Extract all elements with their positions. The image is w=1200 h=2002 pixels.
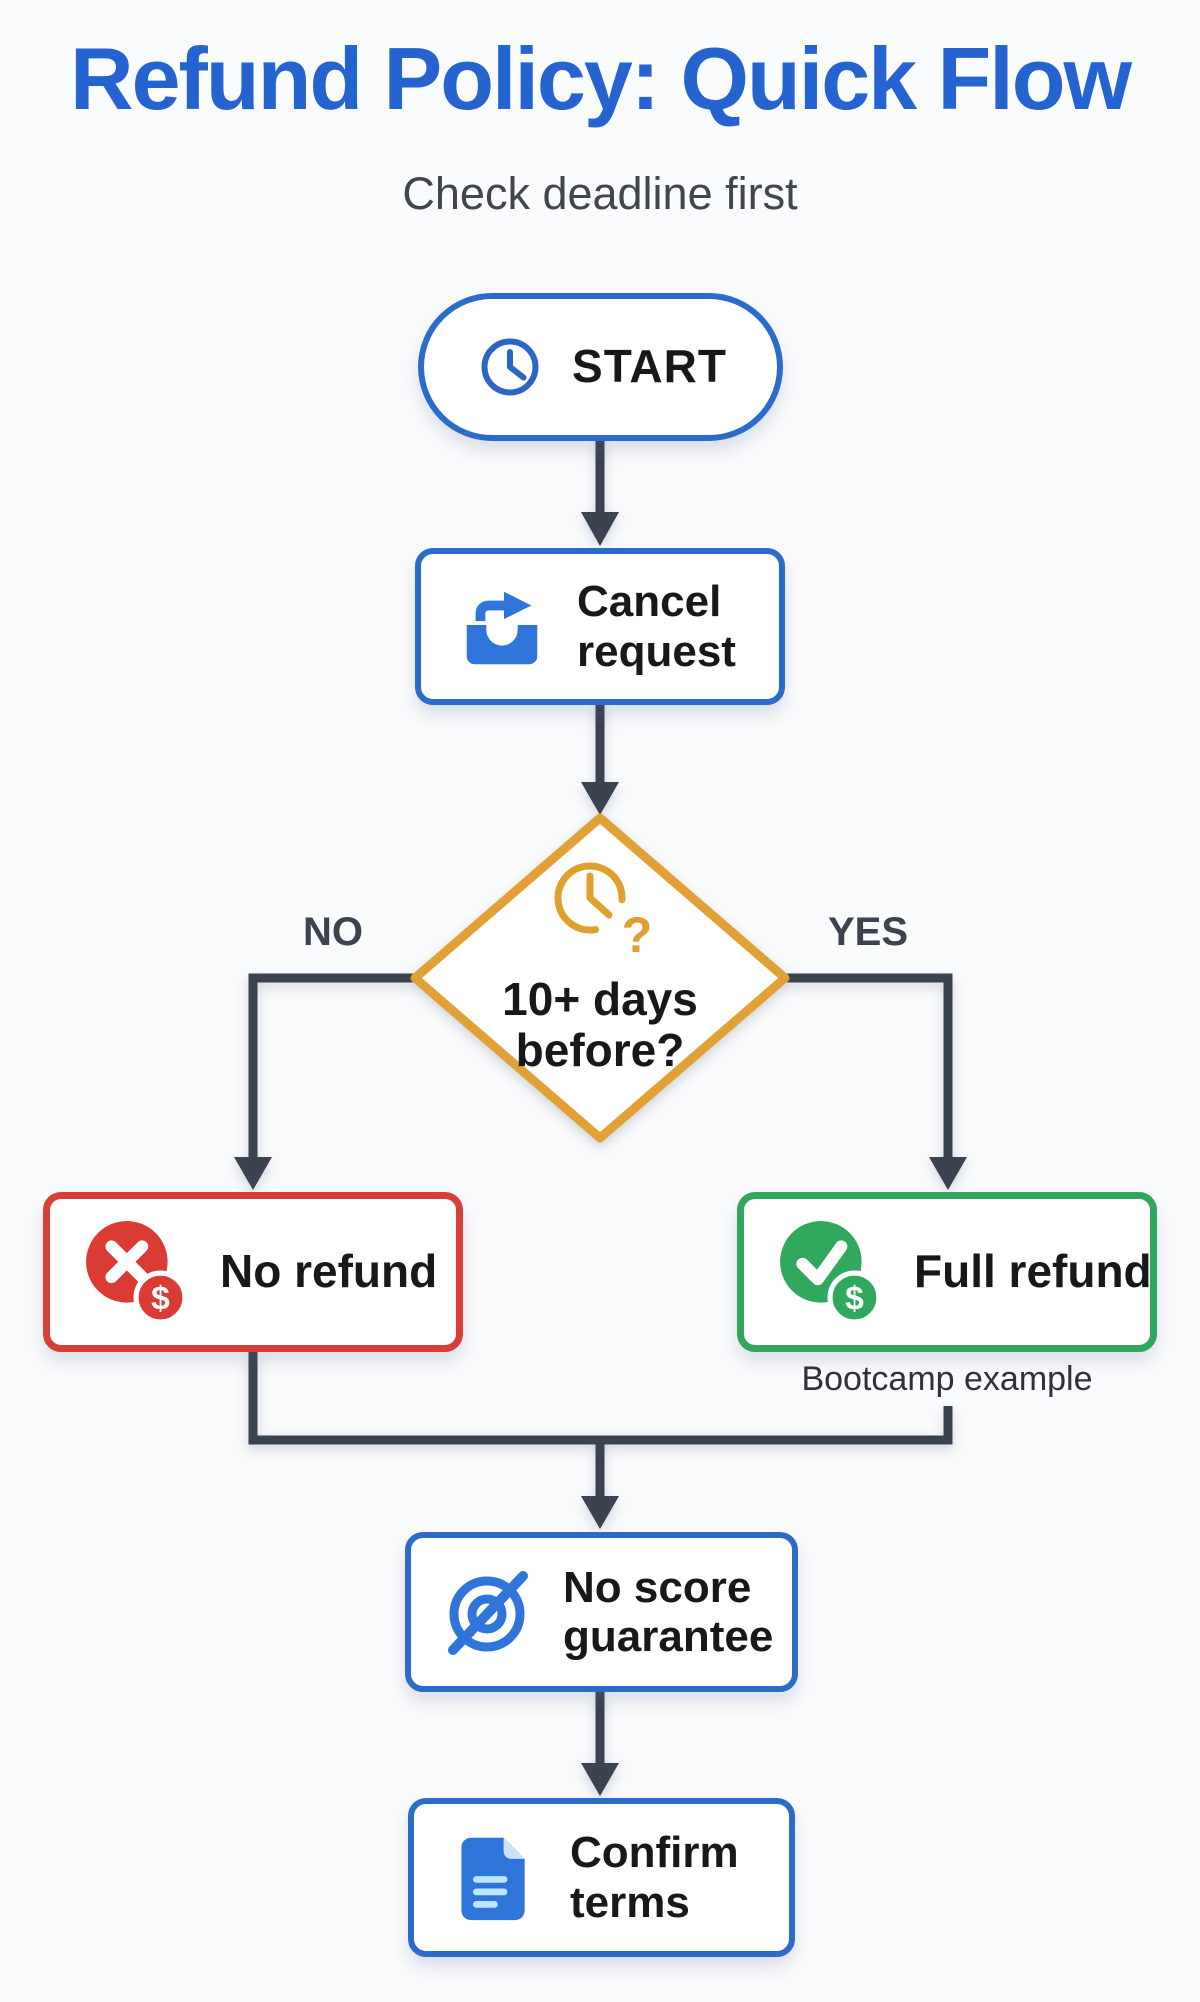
arrowheads: [234, 512, 967, 1796]
no-refund-label: No refund: [220, 1245, 438, 1298]
no-score-label: No score guarantee: [563, 1562, 774, 1661]
page-title: Refund Policy: Quick Flow: [70, 29, 1132, 128]
target-slash-icon: [448, 1571, 528, 1655]
bootcamp-note: Bootcamp example: [801, 1360, 1093, 1398]
start-label: START: [572, 340, 727, 393]
node-confirm-terms: Confirm terms: [408, 1798, 795, 1957]
dollar-glyph: $: [151, 1281, 170, 1318]
question-glyph: ?: [622, 907, 653, 963]
clock-question-icon: ?: [554, 862, 653, 963]
arrowhead: [581, 782, 619, 815]
arrowhead: [581, 1496, 619, 1529]
check-dollar-icon: $: [780, 1221, 882, 1325]
confirm-label: Confirm terms: [570, 1828, 739, 1927]
node-no-score-guarantee: No score guarantee: [405, 1532, 798, 1692]
full-refund-label: Full refund: [914, 1245, 1152, 1298]
node-start: START: [418, 293, 783, 441]
document-icon: [461, 1837, 525, 1920]
clock-icon: [481, 338, 539, 396]
decision-diamond: [410, 813, 790, 1143]
node-cancel-request: Cancel request: [415, 548, 785, 705]
x-dollar-icon: $: [86, 1221, 188, 1325]
branch-label-yes: YES: [827, 910, 909, 954]
dollar-glyph: $: [845, 1281, 864, 1318]
edge-decision-yes: [784, 973, 953, 1160]
node-no-refund: $ No refund: [43, 1192, 463, 1352]
arrowhead: [234, 1157, 272, 1190]
flow-connectors: [248, 438, 953, 1766]
node-full-refund: $ Full refund: [737, 1192, 1157, 1352]
decision-label: 10+ days before?: [502, 973, 698, 1076]
inbox-arrow-icon: [466, 591, 538, 664]
arrowhead: [581, 512, 619, 546]
edge-decision-no: [248, 973, 416, 1160]
arrowhead: [581, 1763, 619, 1796]
page-subtitle: Check deadline first: [402, 168, 798, 219]
cancel-label: Cancel request: [577, 577, 736, 676]
arrowhead: [929, 1157, 967, 1190]
branch-label-no: NO: [303, 910, 363, 954]
